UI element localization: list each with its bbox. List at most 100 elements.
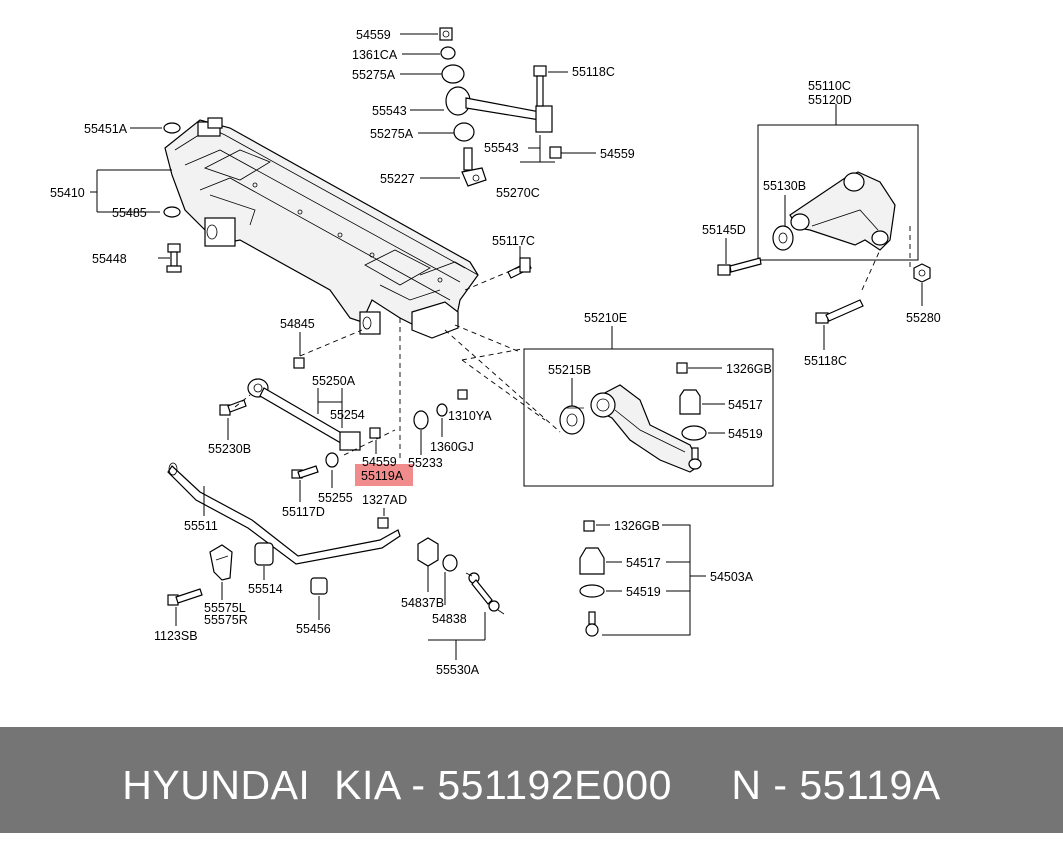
bolt-55117c[interactable] (507, 257, 532, 279)
label-55451a: 55451A (84, 122, 128, 136)
label-1123sb: 1123SB (154, 629, 198, 643)
label-55119a: 55119A (361, 469, 404, 483)
nut-55280[interactable] (913, 263, 931, 283)
link-55270c[interactable] (445, 86, 553, 133)
label-54559b: 54559 (600, 147, 635, 161)
washer-55233[interactable] (413, 410, 429, 430)
label-54517a: 54517 (728, 398, 763, 412)
label-55130b: 55130B (763, 179, 806, 193)
label-55543a: 55543 (372, 104, 407, 118)
link-55530a[interactable] (465, 572, 505, 615)
ring-54838[interactable] (442, 554, 458, 572)
label-55110c: 55110C (808, 79, 851, 93)
nut-1327ad[interactable] (377, 517, 389, 529)
label-55118c-top: 55118C (572, 65, 615, 79)
label-55230b: 55230B (208, 442, 251, 456)
label-55270c: 55270C (496, 186, 540, 200)
label-55233: 55233 (408, 456, 443, 470)
label-1360gj: 1360GJ (430, 440, 474, 454)
label-54845: 54845 (280, 317, 315, 331)
washer-1360gj[interactable] (436, 403, 448, 417)
washer-1361ca[interactable] (440, 46, 456, 60)
label-54519a: 54519 (728, 427, 763, 441)
parts-diagram: 54559 1361CA 55275A 55118C 55543 55275A … (50, 27, 941, 677)
stabilizer-bar-55511[interactable] (167, 462, 401, 565)
bolt-55448[interactable] (166, 243, 182, 273)
label-54559c: 54559 (362, 455, 397, 469)
label-55575r: 55575R (204, 613, 248, 627)
label-55530a: 55530A (436, 663, 480, 677)
nut-54845[interactable] (293, 357, 305, 369)
label-54837b: 54837B (401, 596, 444, 610)
label-1327ad: 1327AD (362, 493, 407, 507)
label-55215b: 55215B (548, 363, 591, 377)
label-55275a-top: 55275A (352, 68, 396, 82)
lower-arm-55210e[interactable] (590, 384, 701, 473)
crossmember-55410[interactable] (164, 117, 479, 339)
nut-54559-low[interactable] (369, 427, 381, 439)
nut-1310ya[interactable] (457, 389, 468, 400)
label-55575l: 55575L (204, 601, 246, 615)
nut-54559-top[interactable] (439, 27, 453, 41)
boot-54517a[interactable] (679, 389, 701, 415)
label-55255: 55255 (318, 491, 353, 505)
upper-arm-box (757, 124, 919, 261)
bolt-55117d[interactable] (291, 465, 319, 479)
label-55514: 55514 (248, 582, 283, 596)
lower-arm-box (523, 348, 774, 487)
washer-55485[interactable] (163, 206, 181, 218)
bushing-55130b[interactable] (772, 225, 794, 251)
label-1361ca: 1361CA (352, 48, 398, 62)
label-55485: 55485 (112, 206, 147, 220)
bushing-55275a-top[interactable] (441, 64, 465, 84)
bracket-55575[interactable] (209, 544, 233, 581)
label-54838: 54838 (432, 612, 467, 626)
footer-bar: HYUNDAI KIA - 551192E000 N - 55119A (0, 727, 1063, 833)
highlight-55119a (355, 464, 413, 486)
label-55254: 55254 (330, 408, 365, 422)
bolt-55118c-top[interactable] (533, 65, 547, 107)
label-1326gb-a: 1326GB (726, 362, 772, 376)
balljoint-54503a[interactable] (585, 611, 599, 637)
washer-55451a[interactable] (163, 122, 181, 134)
label-55145d: 55145D (702, 223, 746, 237)
label-54559a: 54559 (356, 28, 391, 42)
balljoint-lower[interactable] (688, 447, 702, 470)
ring-54519b[interactable] (579, 584, 605, 598)
nut-54559-side[interactable] (549, 146, 562, 159)
label-55117d: 55117D (282, 505, 325, 519)
washer-55255[interactable] (325, 452, 339, 468)
label-55118c-right: 55118C (804, 354, 847, 368)
bushing-55456[interactable] (310, 577, 328, 595)
bolt-55230b[interactable] (219, 399, 247, 416)
label-55250a: 55250A (312, 374, 356, 388)
label-54519b: 54519 (626, 585, 661, 599)
bushing-54837b[interactable] (417, 537, 439, 567)
ring-54519a[interactable] (681, 425, 707, 441)
upper-arm-55110c[interactable] (789, 171, 896, 251)
arm-55250a[interactable] (247, 378, 361, 451)
label-55448: 55448 (92, 252, 127, 266)
bolt-55227[interactable] (461, 147, 487, 187)
label-1310ya: 1310YA (448, 409, 492, 423)
label-55280: 55280 (906, 311, 941, 325)
label-55410: 55410 (50, 186, 85, 200)
label-55456: 55456 (296, 622, 331, 636)
nut-1326gb-a[interactable] (676, 362, 688, 374)
bolt-55118c-right[interactable] (815, 299, 864, 324)
bushing-55514[interactable] (254, 542, 274, 566)
label-55120d: 55120D (808, 93, 852, 107)
label-55275a-mid: 55275A (370, 127, 414, 141)
label-55511: 55511 (184, 519, 218, 533)
label-54503a: 54503A (710, 570, 754, 584)
bushing-55215b[interactable] (559, 405, 585, 435)
boot-54517b[interactable] (579, 547, 605, 575)
part-number-caption: HYUNDAI KIA - 551192E000 N - 55119A (122, 762, 941, 808)
bushing-55275a-mid[interactable] (453, 122, 475, 142)
nut-1326gb-b[interactable] (583, 520, 595, 532)
bolt-1123sb[interactable] (167, 588, 203, 606)
label-55227: 55227 (380, 172, 415, 186)
label-55117c: 55117C (492, 234, 535, 248)
bolt-55145d[interactable] (717, 257, 762, 276)
label-1326gb-b: 1326GB (614, 519, 660, 533)
